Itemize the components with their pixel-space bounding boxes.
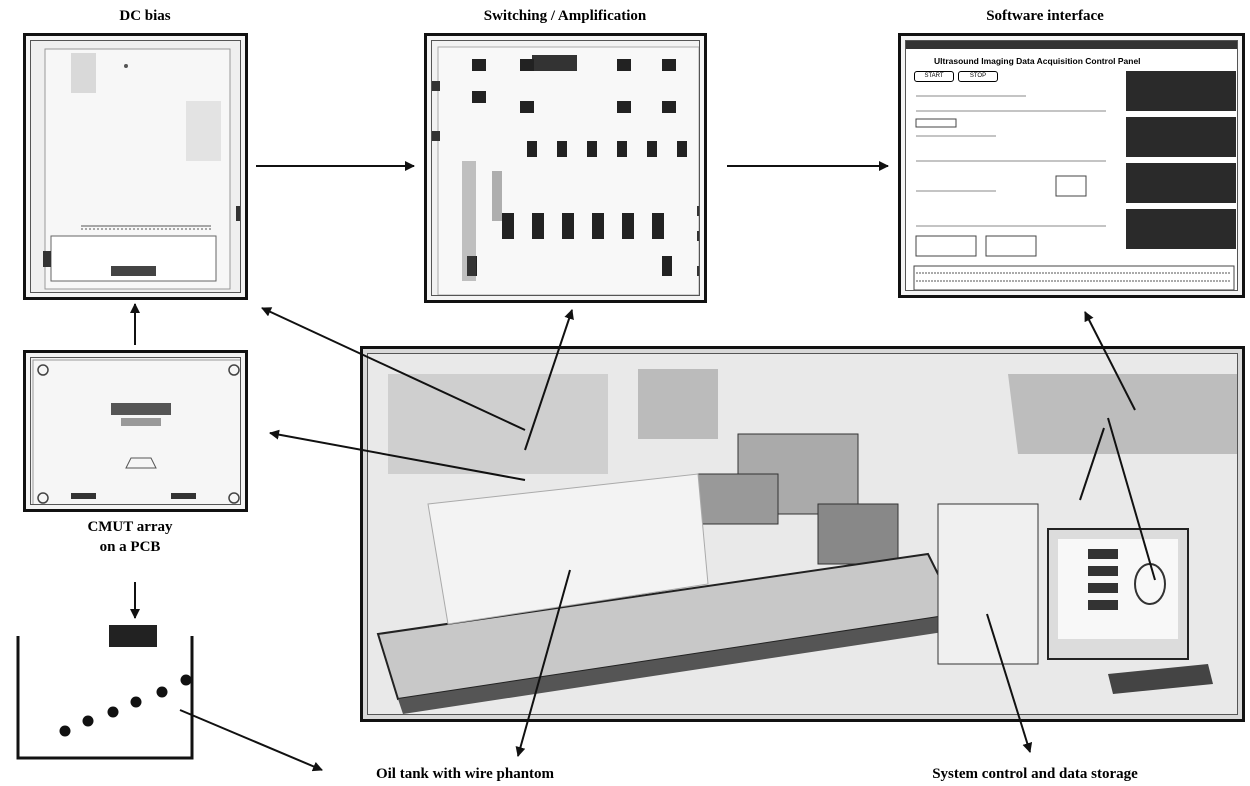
dc-bias-label: DC bias bbox=[90, 8, 200, 25]
wire-dot bbox=[181, 675, 192, 686]
wire-dot bbox=[60, 726, 71, 737]
switching-board bbox=[431, 40, 700, 296]
oil-tank-outline bbox=[18, 636, 192, 758]
oil-tank-label: Oil tank with wire phantom bbox=[330, 766, 600, 783]
lab-setup-scene bbox=[367, 353, 1238, 715]
lab-setup-drawing bbox=[368, 354, 1238, 715]
switching-board-drawing bbox=[432, 41, 700, 296]
wire-dot bbox=[83, 716, 94, 727]
system-control-label: System control and data storage bbox=[900, 766, 1170, 783]
lab-setup-photo bbox=[360, 346, 1245, 722]
cmut-transducer bbox=[109, 625, 157, 647]
wire-dot bbox=[108, 707, 119, 718]
cmut-label-line1: CMUT array bbox=[60, 519, 200, 536]
software-interface-photo: Ultrasound Imaging Data Acquisition Cont… bbox=[898, 33, 1245, 298]
dc-bias-board bbox=[30, 40, 241, 293]
dc-bias-board-drawing bbox=[31, 41, 241, 293]
wire-dot bbox=[131, 697, 142, 708]
cmut-pcb-photo bbox=[23, 350, 248, 512]
switching-board-photo bbox=[424, 33, 707, 303]
software-label: Software interface bbox=[960, 8, 1130, 25]
dc-bias-board-photo bbox=[23, 33, 248, 300]
switching-label: Switching / Amplification bbox=[440, 8, 690, 25]
cmut-label-line2: on a PCB bbox=[60, 539, 200, 556]
cmut-pcb-board bbox=[30, 357, 241, 505]
wire-dot bbox=[157, 687, 168, 698]
wire-phantom-dots bbox=[60, 675, 192, 737]
arrow-tank-to-label bbox=[180, 710, 322, 770]
oil-tank-diagram bbox=[15, 622, 195, 762]
cmut-pcb-drawing bbox=[31, 358, 241, 505]
software-window: Ultrasound Imaging Data Acquisition Cont… bbox=[905, 40, 1238, 291]
software-controls-drawing bbox=[906, 41, 1238, 291]
